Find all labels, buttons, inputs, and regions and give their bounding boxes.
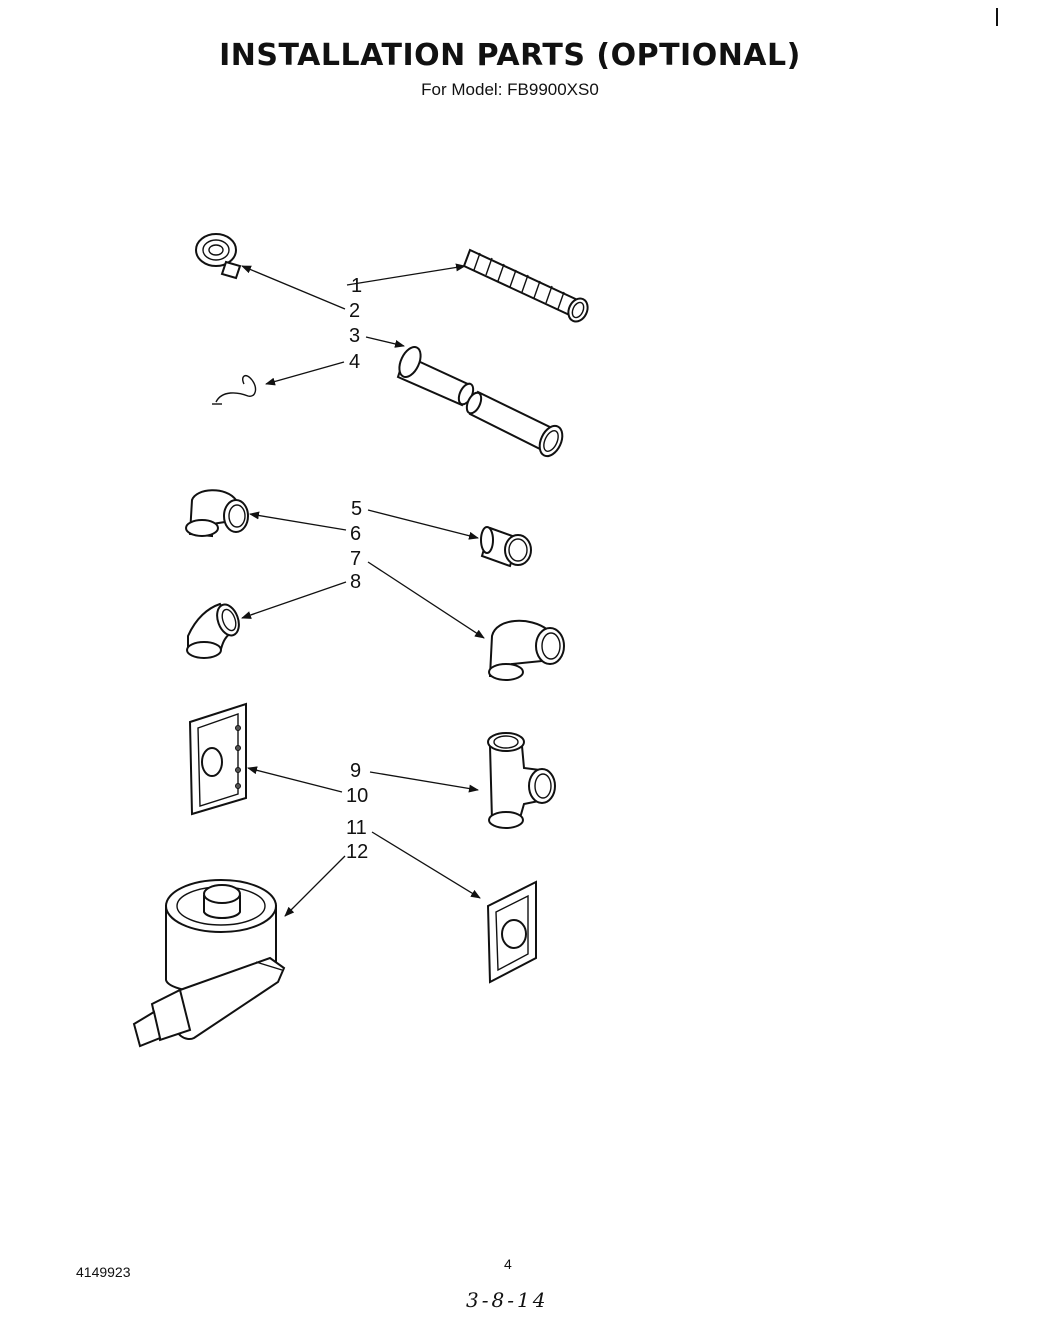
callout-4: 4 [349,351,360,373]
callout-10: 10 [346,785,368,807]
callout-8: 8 [350,571,361,593]
elbow-part-8 [488,619,565,681]
callout-11: 11 [346,817,367,839]
wall-plate-part-12 [486,880,537,984]
flexible-duct-part [462,248,589,323]
coupler-part [480,526,532,568]
cap-kit-part [132,879,286,1048]
model-subtitle: For Model: FB9900XS0 [421,80,599,99]
elbow-part-7 [186,602,240,659]
callout-6: 6 [350,523,361,545]
page-number: 4 [504,1256,512,1272]
rigid-duct-part [396,346,564,458]
clamp-part [212,374,257,405]
callout-7: 7 [350,548,361,570]
document-number: 4149923 [76,1264,131,1280]
handwritten-date: 3-8-14 [466,1288,549,1312]
callout-3: 3 [349,325,360,347]
page-title: INSTALLATION PARTS (OPTIONAL) [219,38,801,73]
margin-mark [996,8,998,26]
callout-5: 5 [351,498,362,520]
callout-labels: 1 2 3 4 5 6 7 8 9 10 11 12 [346,275,368,863]
wall-plate-part-9 [188,702,247,816]
elbow-part-5 [185,489,249,538]
tape-roll-part [195,233,242,280]
tee-part [487,732,556,829]
callout-9: 9 [350,760,361,782]
callout-12: 12 [346,841,368,863]
leader-lines [241,263,485,917]
callout-1: 1 [351,275,362,297]
callout-2: 2 [349,300,360,322]
